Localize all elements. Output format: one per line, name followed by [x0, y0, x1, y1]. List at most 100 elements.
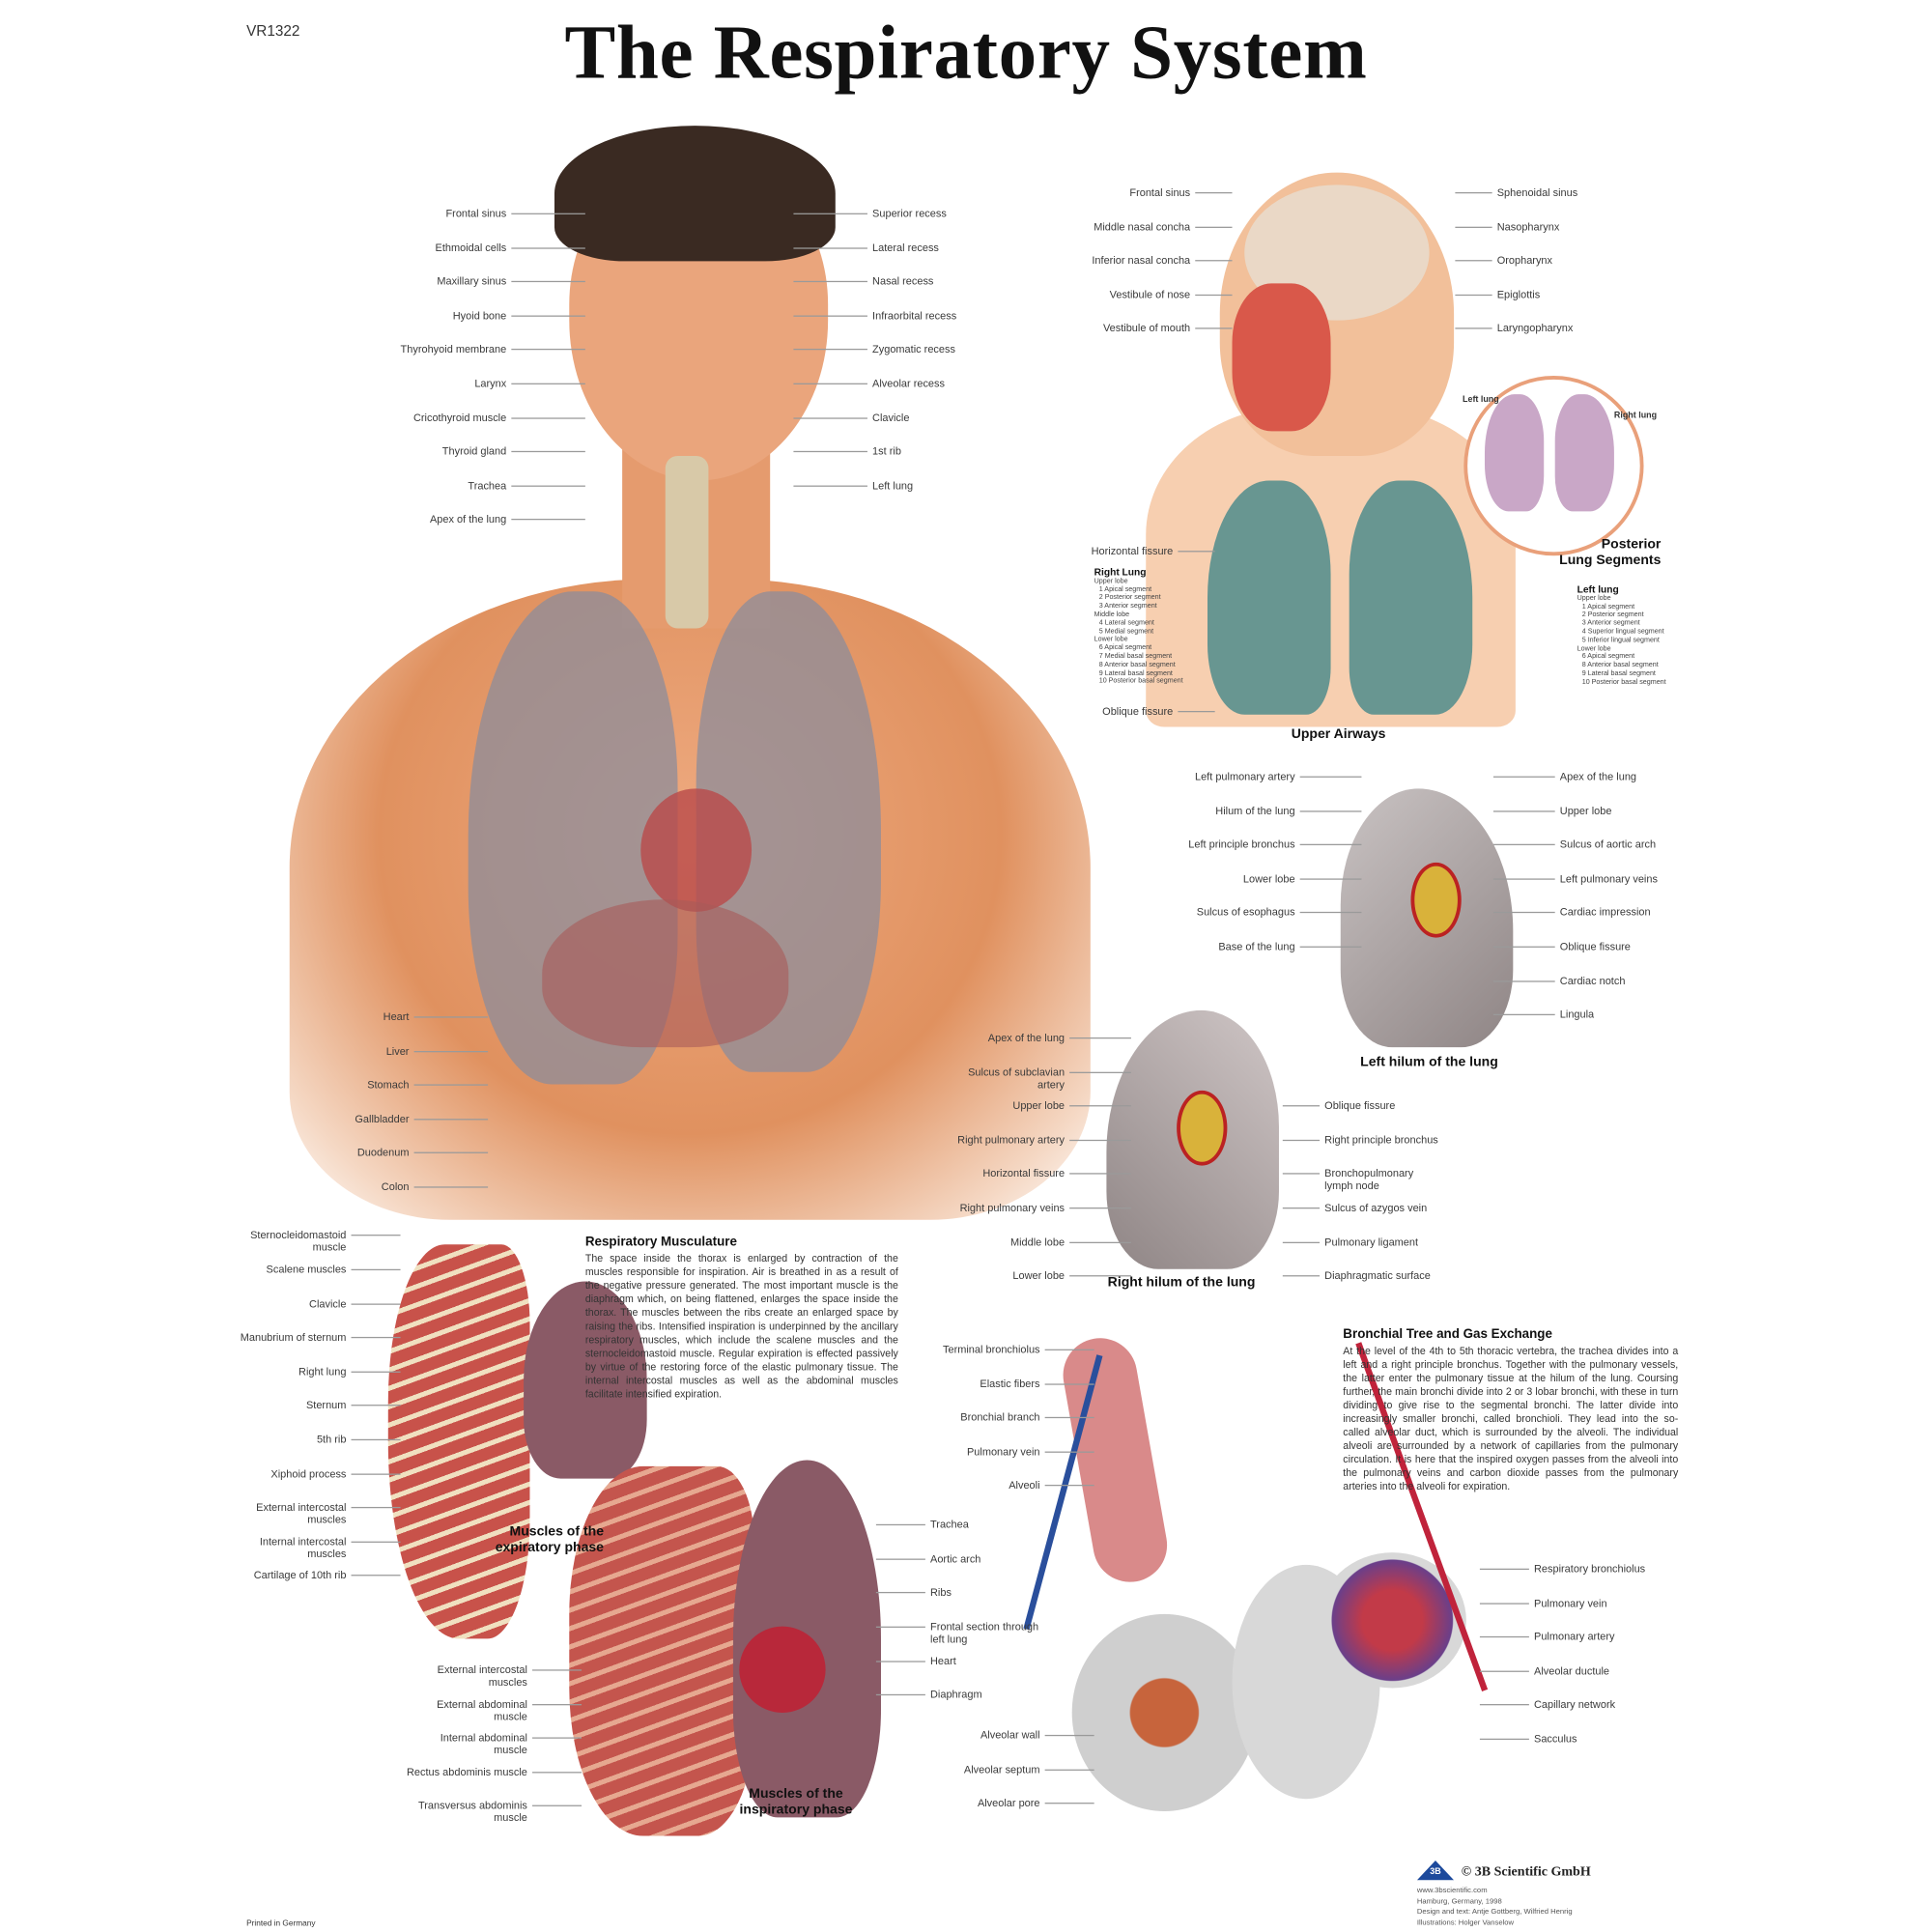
leader-line	[793, 416, 867, 419]
leader-line	[532, 1805, 582, 1807]
anatomy-label: Horizontal fissure	[1091, 544, 1174, 557]
leader-line	[1069, 1037, 1131, 1039]
leader-line	[511, 281, 585, 283]
leader-line	[413, 1152, 489, 1154]
leader-line	[875, 1523, 925, 1526]
musculature-text: The space inside the thorax is enlarged …	[584, 1251, 898, 1400]
anatomy-label: Stomach	[367, 1078, 410, 1092]
leader-line	[351, 1268, 401, 1271]
right-hilum-caption: Right hilum of the lung	[1107, 1275, 1256, 1291]
anatomy-label: Bronchopulmonary lymph node	[1324, 1166, 1414, 1192]
leader-line	[1282, 1139, 1321, 1142]
anatomy-label: Capillary network	[1534, 1698, 1616, 1711]
leader-line	[1455, 294, 1492, 296]
anatomy-label: Cardiac notch	[1559, 974, 1626, 987]
leader-line	[1044, 1417, 1094, 1419]
left-hilum-caption: Left hilum of the lung	[1360, 1054, 1498, 1070]
leader-line	[1282, 1241, 1321, 1243]
anatomy-label: External abdominal muscle	[437, 1697, 527, 1722]
segment-list-item: 6 Apical segment	[1581, 653, 1635, 662]
bronchial-heading: Bronchial Tree and Gas Exchange	[1343, 1326, 1552, 1343]
anatomy-label: Pulmonary ligament	[1324, 1236, 1419, 1249]
segment-list-item: Lower lobe	[1577, 644, 1611, 653]
anatomy-label: Nasopharynx	[1496, 219, 1560, 233]
anatomy-label: Alveolar ductule	[1534, 1663, 1610, 1677]
expiratory-lung-illustration	[524, 1281, 647, 1479]
credits: www.3bscientific.com Hamburg, Germany, 1…	[1417, 1887, 1573, 1928]
leader-line	[351, 1235, 401, 1236]
anatomy-label: Cricothyroid muscle	[412, 411, 507, 424]
anatomy-label: Pulmonary vein	[1534, 1596, 1607, 1609]
anatomy-label: Lower lobe	[1242, 871, 1295, 885]
anatomy-label: Middle lobe	[1009, 1235, 1065, 1248]
anatomy-label: Sphenoidal sinus	[1496, 185, 1578, 199]
leader-line	[793, 213, 867, 214]
leader-line	[1455, 327, 1492, 330]
anatomy-label: Infraorbital recess	[872, 308, 957, 322]
anatomy-label: Nasal recess	[872, 274, 934, 288]
leader-line	[1069, 1071, 1131, 1073]
anatomy-label: Vestibule of nose	[1109, 288, 1191, 300]
printed-in-germany: Printed in Germany	[246, 1919, 316, 1929]
anatomy-label: Oblique fissure	[1102, 704, 1174, 718]
anatomy-label: Oblique fissure	[1324, 1098, 1396, 1112]
leader-line	[1492, 980, 1555, 982]
anatomy-label: Hilum of the lung	[1215, 804, 1295, 817]
leader-line	[1492, 776, 1555, 778]
anatomy-label: Clavicle	[872, 411, 910, 424]
right-lung-list-title: Right Lung	[1094, 566, 1147, 579]
leader-line	[1282, 1275, 1321, 1277]
leader-line	[351, 1575, 401, 1577]
leader-line	[793, 315, 867, 317]
segment-list-item: 4 Superior lingual segment	[1581, 628, 1664, 637]
anatomy-label: Sulcus of aortic arch	[1559, 838, 1657, 851]
segment-list-item: 1 Apical segment	[1581, 603, 1635, 611]
leader-line	[532, 1669, 582, 1671]
anatomy-label: Pulmonary artery	[1534, 1630, 1615, 1643]
anatomy-label: Frontal sinus	[445, 207, 507, 220]
leader-line	[1455, 226, 1492, 228]
anatomy-label: Inferior nasal concha	[1092, 253, 1191, 267]
leader-line	[793, 485, 867, 487]
leader-line	[1492, 912, 1555, 914]
posterior-caption-line2: Lung Segments	[1559, 553, 1662, 569]
anatomy-label: Xiphoid process	[270, 1467, 347, 1480]
leader-line	[1299, 912, 1362, 914]
anatomy-label: Apex of the lung	[1559, 770, 1637, 782]
anatomy-label: Horizontal fissure	[982, 1167, 1065, 1180]
anatomy-label: Elastic fibers	[980, 1377, 1040, 1390]
leader-line	[511, 485, 585, 487]
leader-line	[793, 451, 867, 453]
leader-line	[1479, 1636, 1529, 1638]
segment-list-item: 1 Apical segment	[1098, 585, 1152, 594]
leader-line	[875, 1661, 925, 1662]
leader-line	[1479, 1568, 1529, 1570]
segment-list-item: 4 Lateral segment	[1098, 619, 1154, 627]
website: www.3bscientific.com	[1416, 1888, 1488, 1895]
leader-line	[1195, 191, 1233, 194]
anatomy-label: Zygomatic recess	[872, 343, 955, 355]
leader-line	[1299, 843, 1362, 846]
leader-line	[793, 281, 867, 283]
segment-list-item: Upper lobe	[1094, 577, 1128, 585]
leader-line	[1044, 1382, 1094, 1385]
leader-line	[1069, 1241, 1131, 1243]
anatomy-label: Lateral recess	[872, 241, 939, 254]
expiratory-caption: Muscles of the expiratory phase	[487, 1524, 604, 1556]
leader-line	[351, 1541, 401, 1543]
leader-line	[1069, 1275, 1131, 1277]
heart-illustration	[739, 1626, 826, 1713]
leader-line	[1178, 551, 1215, 553]
segment-list-item: 8 Anterior basal segment	[1581, 662, 1659, 669]
left-lung-list-title: Left lung	[1577, 583, 1619, 596]
leader-line	[511, 213, 585, 214]
musculature-heading: Respiratory Musculature	[584, 1235, 737, 1250]
anatomy-label: Sternum	[305, 1398, 347, 1411]
anatomy-label: Heart	[383, 1009, 410, 1023]
anatomy-label: Superior recess	[872, 207, 947, 220]
expiratory-caption-line1: Muscles of the	[509, 1523, 604, 1540]
anatomy-label: Lingula	[1559, 1008, 1595, 1021]
anatomy-label: Sulcus of subclavian artery	[968, 1065, 1065, 1091]
